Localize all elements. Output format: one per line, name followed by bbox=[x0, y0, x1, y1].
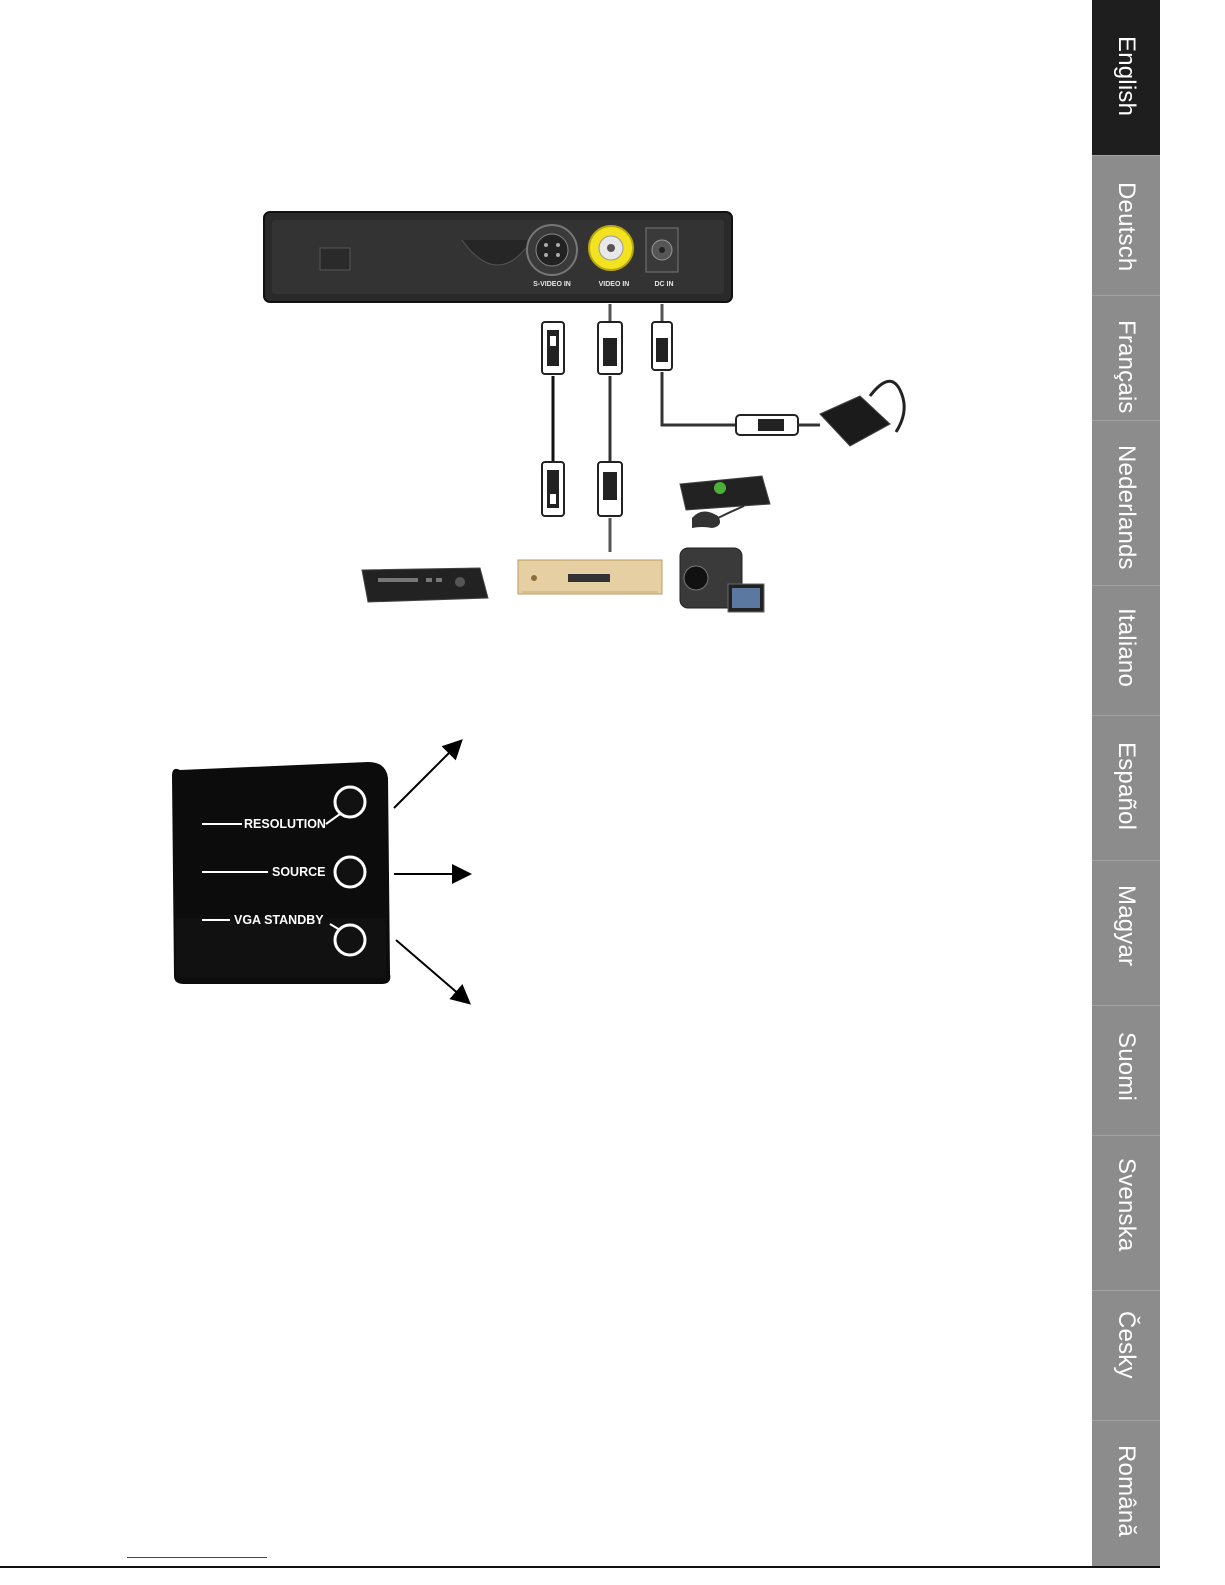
tab-espanol[interactable]: Español bbox=[1092, 715, 1160, 860]
language-tabs: English Deutsch Français Nederlands Ital… bbox=[1092, 0, 1160, 1566]
tab-magyar-label: Magyar bbox=[1112, 885, 1140, 966]
tab-italiano[interactable]: Italiano bbox=[1092, 585, 1160, 715]
connection-diagram: S-VIDEO IN VIDEO IN DC IN bbox=[250, 200, 930, 625]
vga-standby-label: VGA STANDBY bbox=[234, 913, 324, 927]
resolution-button[interactable] bbox=[335, 787, 365, 817]
source-button[interactable] bbox=[335, 857, 365, 887]
tab-nederlands-label: Nederlands bbox=[1112, 445, 1140, 570]
game-console bbox=[680, 476, 770, 528]
tab-cesky-label: Česky bbox=[1112, 1311, 1140, 1379]
dvd-player bbox=[518, 560, 662, 594]
tab-english-label: English bbox=[1112, 36, 1140, 116]
tab-cesky[interactable]: Česky bbox=[1092, 1290, 1160, 1420]
footer-link-underline[interactable] bbox=[127, 1557, 267, 1559]
video-port-label: VIDEO IN bbox=[599, 281, 630, 288]
dc-port-label: DC IN bbox=[654, 281, 673, 288]
camcorder bbox=[680, 548, 764, 612]
tab-suomi[interactable]: Suomi bbox=[1092, 1005, 1160, 1135]
resolution-arrow bbox=[394, 742, 460, 808]
converter-box-rear: S-VIDEO IN VIDEO IN DC IN bbox=[264, 212, 732, 302]
video-recorder bbox=[362, 568, 488, 602]
tab-svenska-label: Svenska bbox=[1112, 1158, 1140, 1251]
video-rca-port bbox=[589, 226, 633, 270]
dc-power-port bbox=[646, 228, 678, 272]
tab-magyar[interactable]: Magyar bbox=[1092, 860, 1160, 1005]
tab-nederlands[interactable]: Nederlands bbox=[1092, 420, 1160, 585]
tab-romana[interactable]: Română bbox=[1092, 1420, 1160, 1566]
tab-english[interactable]: English bbox=[1092, 0, 1160, 155]
video-rca-cable bbox=[598, 304, 622, 552]
vga-standby-arrow bbox=[396, 940, 468, 1002]
s-video-port-label: S-VIDEO IN bbox=[533, 281, 571, 288]
tab-francais[interactable]: Français bbox=[1092, 295, 1160, 420]
tab-svenska[interactable]: Svenska bbox=[1092, 1135, 1160, 1290]
tab-suomi-label: Suomi bbox=[1112, 1032, 1140, 1101]
button-panel-diagram: RESOLUTION SOURCE VGA STANDBY bbox=[150, 728, 490, 1008]
tab-deutsch[interactable]: Deutsch bbox=[1092, 155, 1160, 295]
s-video-port bbox=[527, 225, 577, 275]
s-video-cable bbox=[542, 322, 564, 516]
tab-italiano-label: Italiano bbox=[1112, 608, 1140, 687]
tab-deutsch-label: Deutsch bbox=[1112, 182, 1140, 271]
power-adapter bbox=[798, 381, 904, 446]
power-cable bbox=[652, 304, 798, 435]
footer-divider bbox=[0, 1566, 1160, 1568]
resolution-label: RESOLUTION bbox=[244, 817, 326, 831]
tab-espanol-label: Español bbox=[1112, 742, 1140, 830]
source-label: SOURCE bbox=[272, 865, 325, 879]
tab-francais-label: Français bbox=[1112, 320, 1140, 414]
tab-romana-label: Română bbox=[1112, 1445, 1140, 1537]
